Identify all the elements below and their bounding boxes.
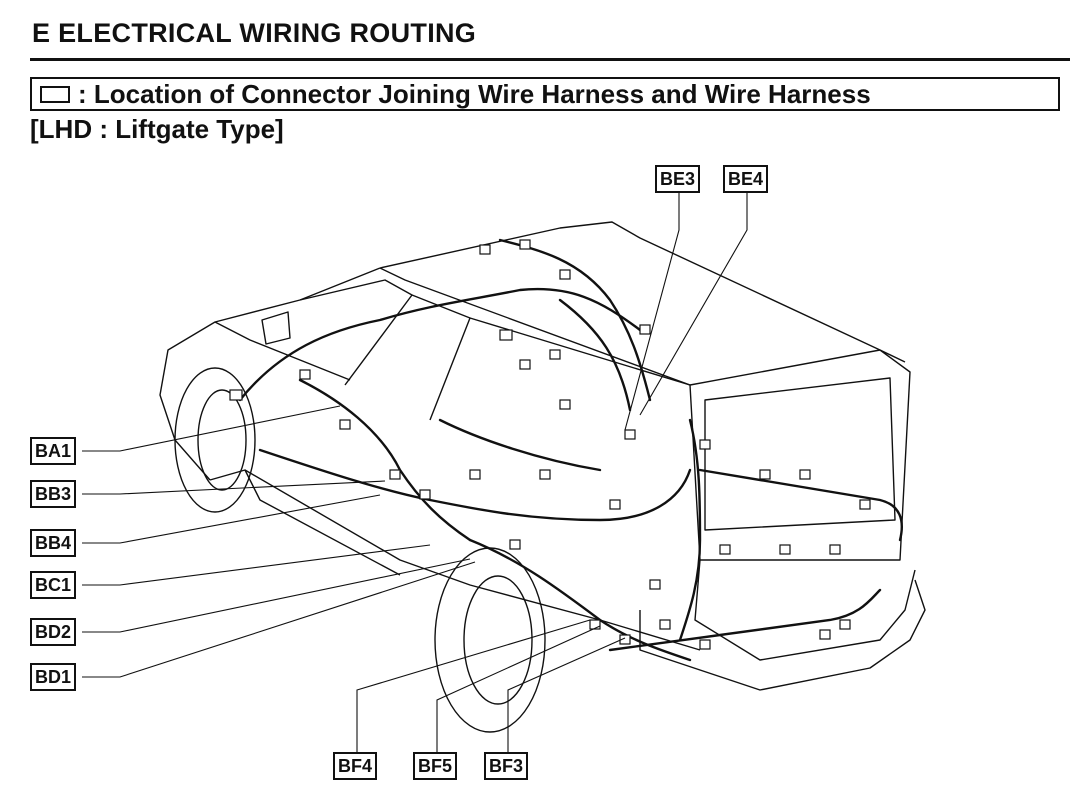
legend-text: : Location of Connector Joining Wire Har…: [78, 78, 871, 109]
connector-label-bc1: BC1: [30, 571, 77, 599]
connector-label-bb4: BB4: [30, 529, 77, 557]
connector-label-bd2: BD2: [30, 618, 77, 646]
leader-lines: [82, 192, 748, 752]
rear-wheel: [434, 547, 546, 733]
connector-label-be3: BE3: [655, 165, 701, 193]
connector-label-bf5: BF5: [413, 752, 458, 780]
section-title: E ELECTRICAL WIRING ROUTING: [32, 18, 477, 48]
connector-label-bf3: BF3: [484, 752, 529, 780]
diagram-subtitle: [LHD : Liftgate Type]: [30, 114, 284, 144]
wire-harness: [238, 238, 903, 662]
connector-symbol-icon: [40, 85, 70, 103]
connector-blocks: [229, 239, 871, 650]
title-rule: [30, 58, 1070, 61]
legend-box: : Location of Connector Joining Wire Har…: [30, 77, 1060, 111]
connector-label-bb3: BB3: [30, 480, 77, 508]
connector-label-be4: BE4: [723, 165, 769, 193]
connector-label-ba1: BA1: [30, 437, 77, 465]
vehicle-body: [159, 221, 926, 691]
connector-label-bf4: BF4: [333, 752, 378, 780]
connector-label-bd1: BD1: [30, 663, 77, 691]
